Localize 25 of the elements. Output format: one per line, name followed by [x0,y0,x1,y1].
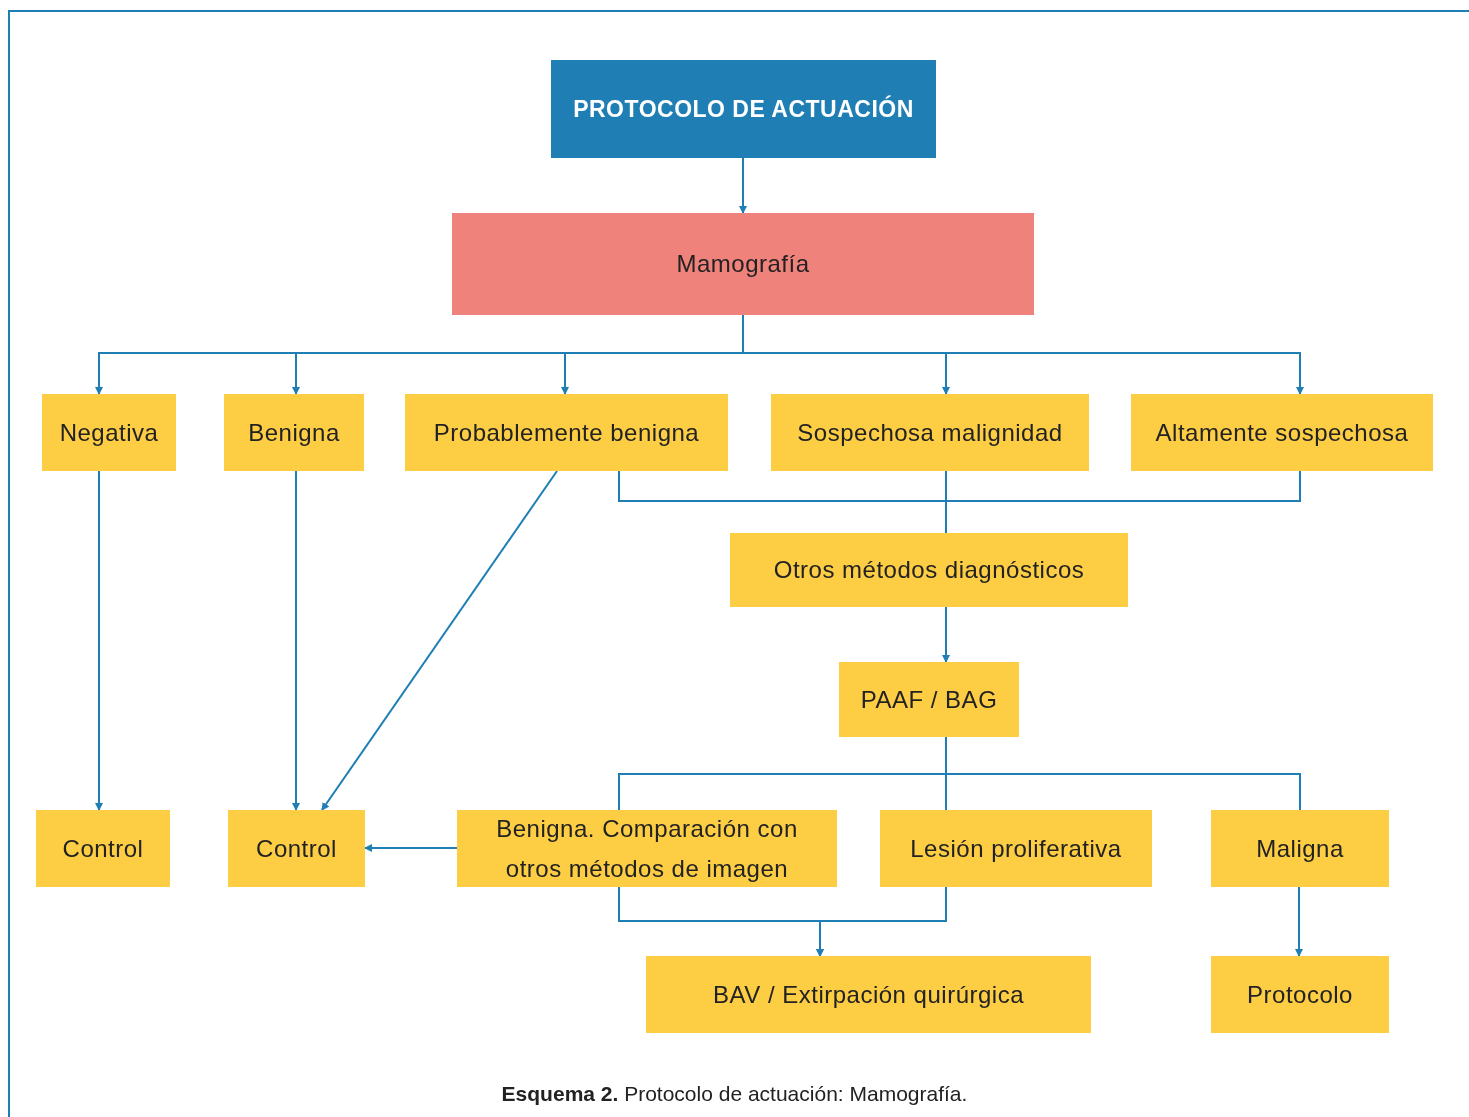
arrow [321,470,558,811]
process-box: Otros métodos diagnósticos [730,533,1128,607]
process-box: Maligna [1211,810,1389,887]
process-box: Benigna [224,394,364,471]
arrow [739,157,747,214]
process-box: Negativa [42,394,176,471]
process-box: Protocolo [1211,956,1389,1033]
process-box: Altamente sospechosa [1131,394,1433,471]
process-box: PAAF / BAG [839,662,1019,737]
arrow [292,470,300,811]
arrow [95,470,103,811]
caption: Esquema 2. Protocolo de actuación: Mamografía. [501,1081,968,1107]
process-box: Mamografía [452,213,1034,315]
process-box: Control [228,810,365,887]
process-box: Probablemente benigna [405,394,728,471]
process-box: Benigna. Comparación con otros métodos de imagen [457,810,837,887]
process-box: Control [36,810,170,887]
arrow [364,844,458,852]
arrow [816,886,947,957]
arrow [1295,886,1303,957]
title-box: PROTOCOLO DE ACTUACIÓN [551,60,936,158]
process-box: Lesión proliferativa [880,810,1152,887]
process-box: BAV / Extirpación quirúrgica [646,956,1091,1033]
arrow [942,606,950,663]
process-box: Sospechosa malignidad [771,394,1089,471]
